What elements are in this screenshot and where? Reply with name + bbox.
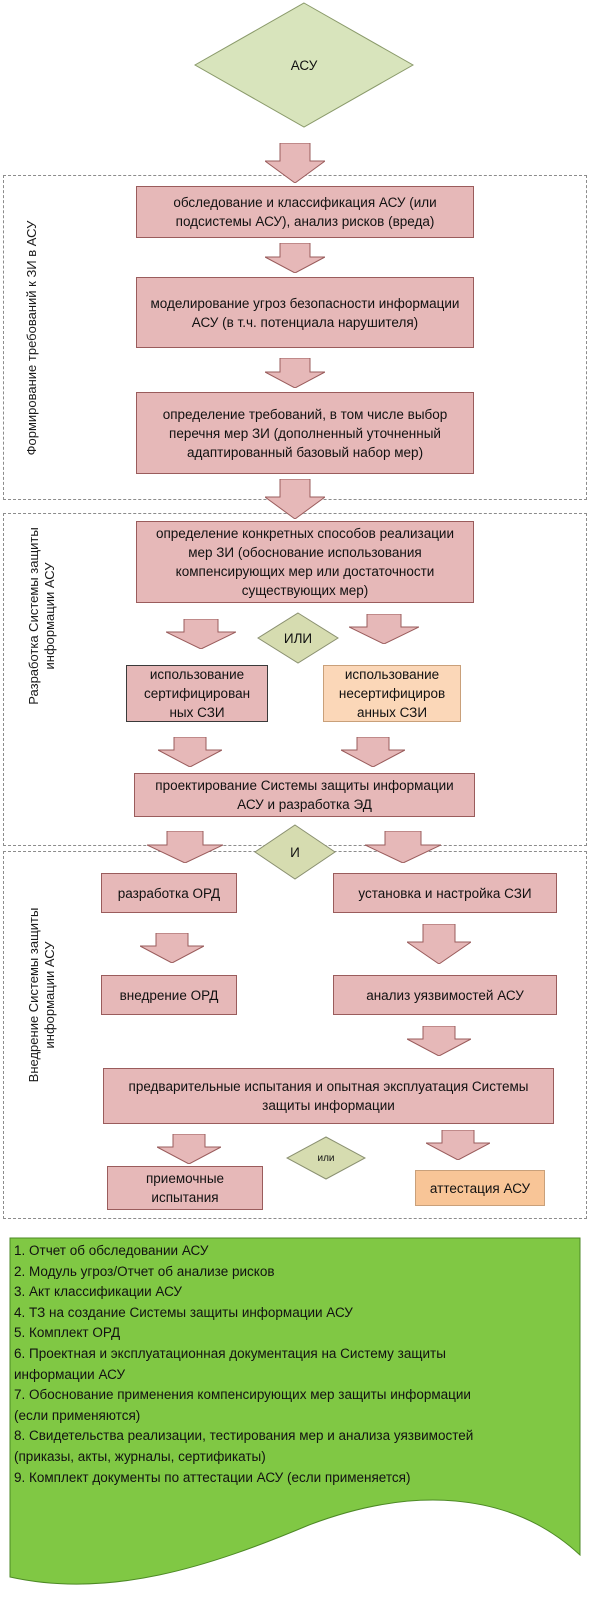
step-attestation: аттестация АСУ [415,1170,545,1206]
down-arrow [407,924,471,964]
document-item: 9. Комплект документы по аттестации АСУ … [14,1469,411,1485]
step-requirements: определение требований, в том числе выбо… [136,392,474,474]
document-item: 6. Проектная и эксплуатационная документ… [14,1345,446,1361]
down-arrow [341,737,405,767]
down-left-arrow [147,831,223,863]
document-item: 3. Акт классификации АСУ [14,1284,182,1300]
down-arrow [158,737,222,767]
decision-or-2-label: или [317,1152,335,1164]
document-item: 8. Свидетельства реализации, тестировани… [14,1428,474,1444]
decision-or-1-label: ИЛИ [283,630,313,646]
document-item: 5. Комплект ОРД [14,1325,121,1341]
step-ord-development: разработка ОРД [101,873,237,913]
step-trial-operation: предварительные испытания и опытная эксп… [103,1068,554,1124]
down-right-arrow [365,831,441,863]
down-arrow [265,358,325,388]
document-item: 1. Отчет об обследовании АСУ [14,1243,209,1258]
document-item: 4. ТЗ на создание Системы защиты информа… [14,1304,353,1320]
step-acceptance-tests: приемочные испытания [107,1166,263,1210]
down-arrow [265,243,325,273]
down-arrow [157,1134,221,1164]
down-arrow [407,1026,471,1056]
step-design: проектирование Системы защиты информации… [134,773,475,817]
decision-and: И [254,824,336,880]
group-implementation-label: Внедрение Системы защиты информации АСУ [26,907,57,1083]
group-development-label: Разработка Системы защиты информации АСУ [26,527,57,705]
document-item: 2. Модуль угроз/Отчет об анализе рисков [14,1263,275,1279]
documents-list: 1. Отчет об обследовании АСУ 2. Модуль у… [14,1241,574,1488]
step-vulnerability-analysis: анализ уязвимостей АСУ [333,975,557,1015]
down-right-arrow [349,614,419,644]
start-node-asu: АСУ [194,2,414,128]
decision-or-2: или [286,1136,366,1180]
document-item: информации АСУ [14,1366,126,1382]
decision-and-label: И [290,844,300,860]
start-node-label: АСУ [290,57,318,73]
down-arrow [265,143,325,183]
down-arrow [140,933,204,963]
step-szi-setup: установка и настройка СЗИ [333,873,557,913]
step-threat-modeling: моделирование угроз безопасности информа… [136,277,474,348]
document-item: 7. Обоснование применения компенсирующих… [14,1387,471,1403]
down-arrow [426,1130,490,1160]
step-uncertified-szi: использование несертифициров анных СЗИ [323,665,461,722]
step-methods: определение конкретных способов реализац… [136,521,474,603]
documents-panel [9,1237,581,1585]
document-item: (если применяются) [14,1407,141,1423]
document-item: (приказы, акты, журналы, сертификаты) [14,1448,266,1464]
down-left-arrow [166,619,236,649]
step-survey: обследование и классификация АСУ (или по… [136,186,474,238]
group-requirements-label: Формирование требований к ЗИ в АСУ [24,220,39,456]
step-ord-implementation: внедрение ОРД [101,975,237,1015]
down-arrow [265,479,325,519]
step-certified-szi: использование сертифицирован ных СЗИ [126,665,268,722]
decision-or-1: ИЛИ [257,612,339,664]
